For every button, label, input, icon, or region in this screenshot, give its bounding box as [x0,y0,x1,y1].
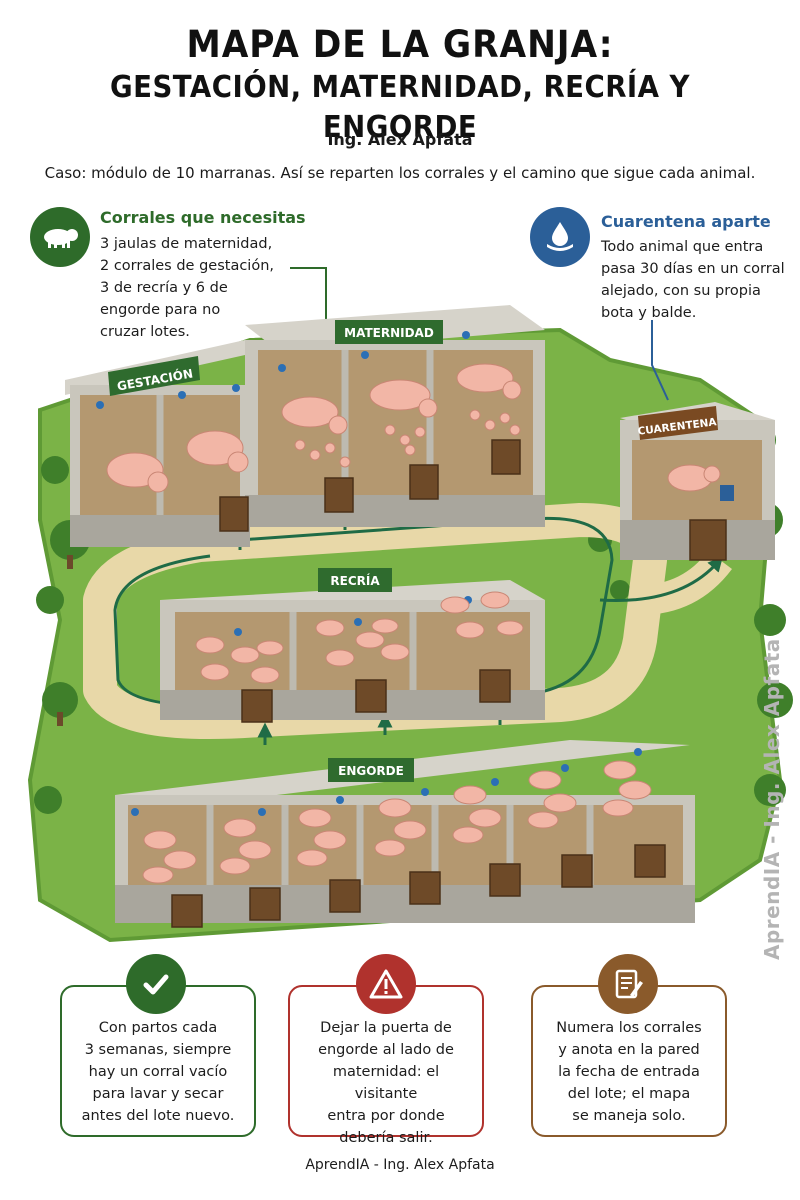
pigs-engorde [142,760,652,884]
notepad-icon [598,954,658,1014]
author-name: Ing. Alex Apfata [327,130,473,149]
zone-label-maternidad: MATERNIDAD [335,320,443,344]
callout-right-heading: Cuarentena aparte [601,212,771,231]
label-recria: RECRÍA [330,573,380,588]
footer-credit: AprendIA - Ing. Alex Apfata [305,1157,495,1173]
pigs-maternidad [281,363,522,468]
callout-left-heading: Corrales que necesitas [100,208,306,227]
pigs-recria [195,591,524,684]
pig-icon [30,207,90,267]
farm-map-illustration: GESTACIÓN MATERNIDAD CUARENTENA RECRÍA [27,267,793,943]
title-block: MAPA DE LA GRANJA: GESTACIÓN, MATERNIDAD… [0,22,800,148]
label-maternidad: MATERNIDAD [344,326,434,340]
title-line-2: GESTACIÓN, MATERNIDAD, RECRÍA Y ENGORDE [110,70,690,145]
pigs-gestacion [106,430,249,493]
check-icon [126,954,186,1014]
callout-left-connector [290,267,327,325]
building-cuarentena: CUARENTENA [620,402,775,561]
callout-right-connector [651,320,669,401]
warning-icon [356,954,416,1014]
side-watermark: AprendIA - Ing. Alex Apfata [760,638,784,960]
label-engorde: ENGORDE [338,764,404,778]
water-drop-icon [530,207,590,267]
title-line-1: MAPA DE LA GRANJA: [186,23,614,66]
callout-left-text: 3 jaulas de maternidad,2 corrales de ges… [100,236,274,340]
subtitle: Caso: módulo de 10 marranas. Así se repa… [44,164,756,182]
